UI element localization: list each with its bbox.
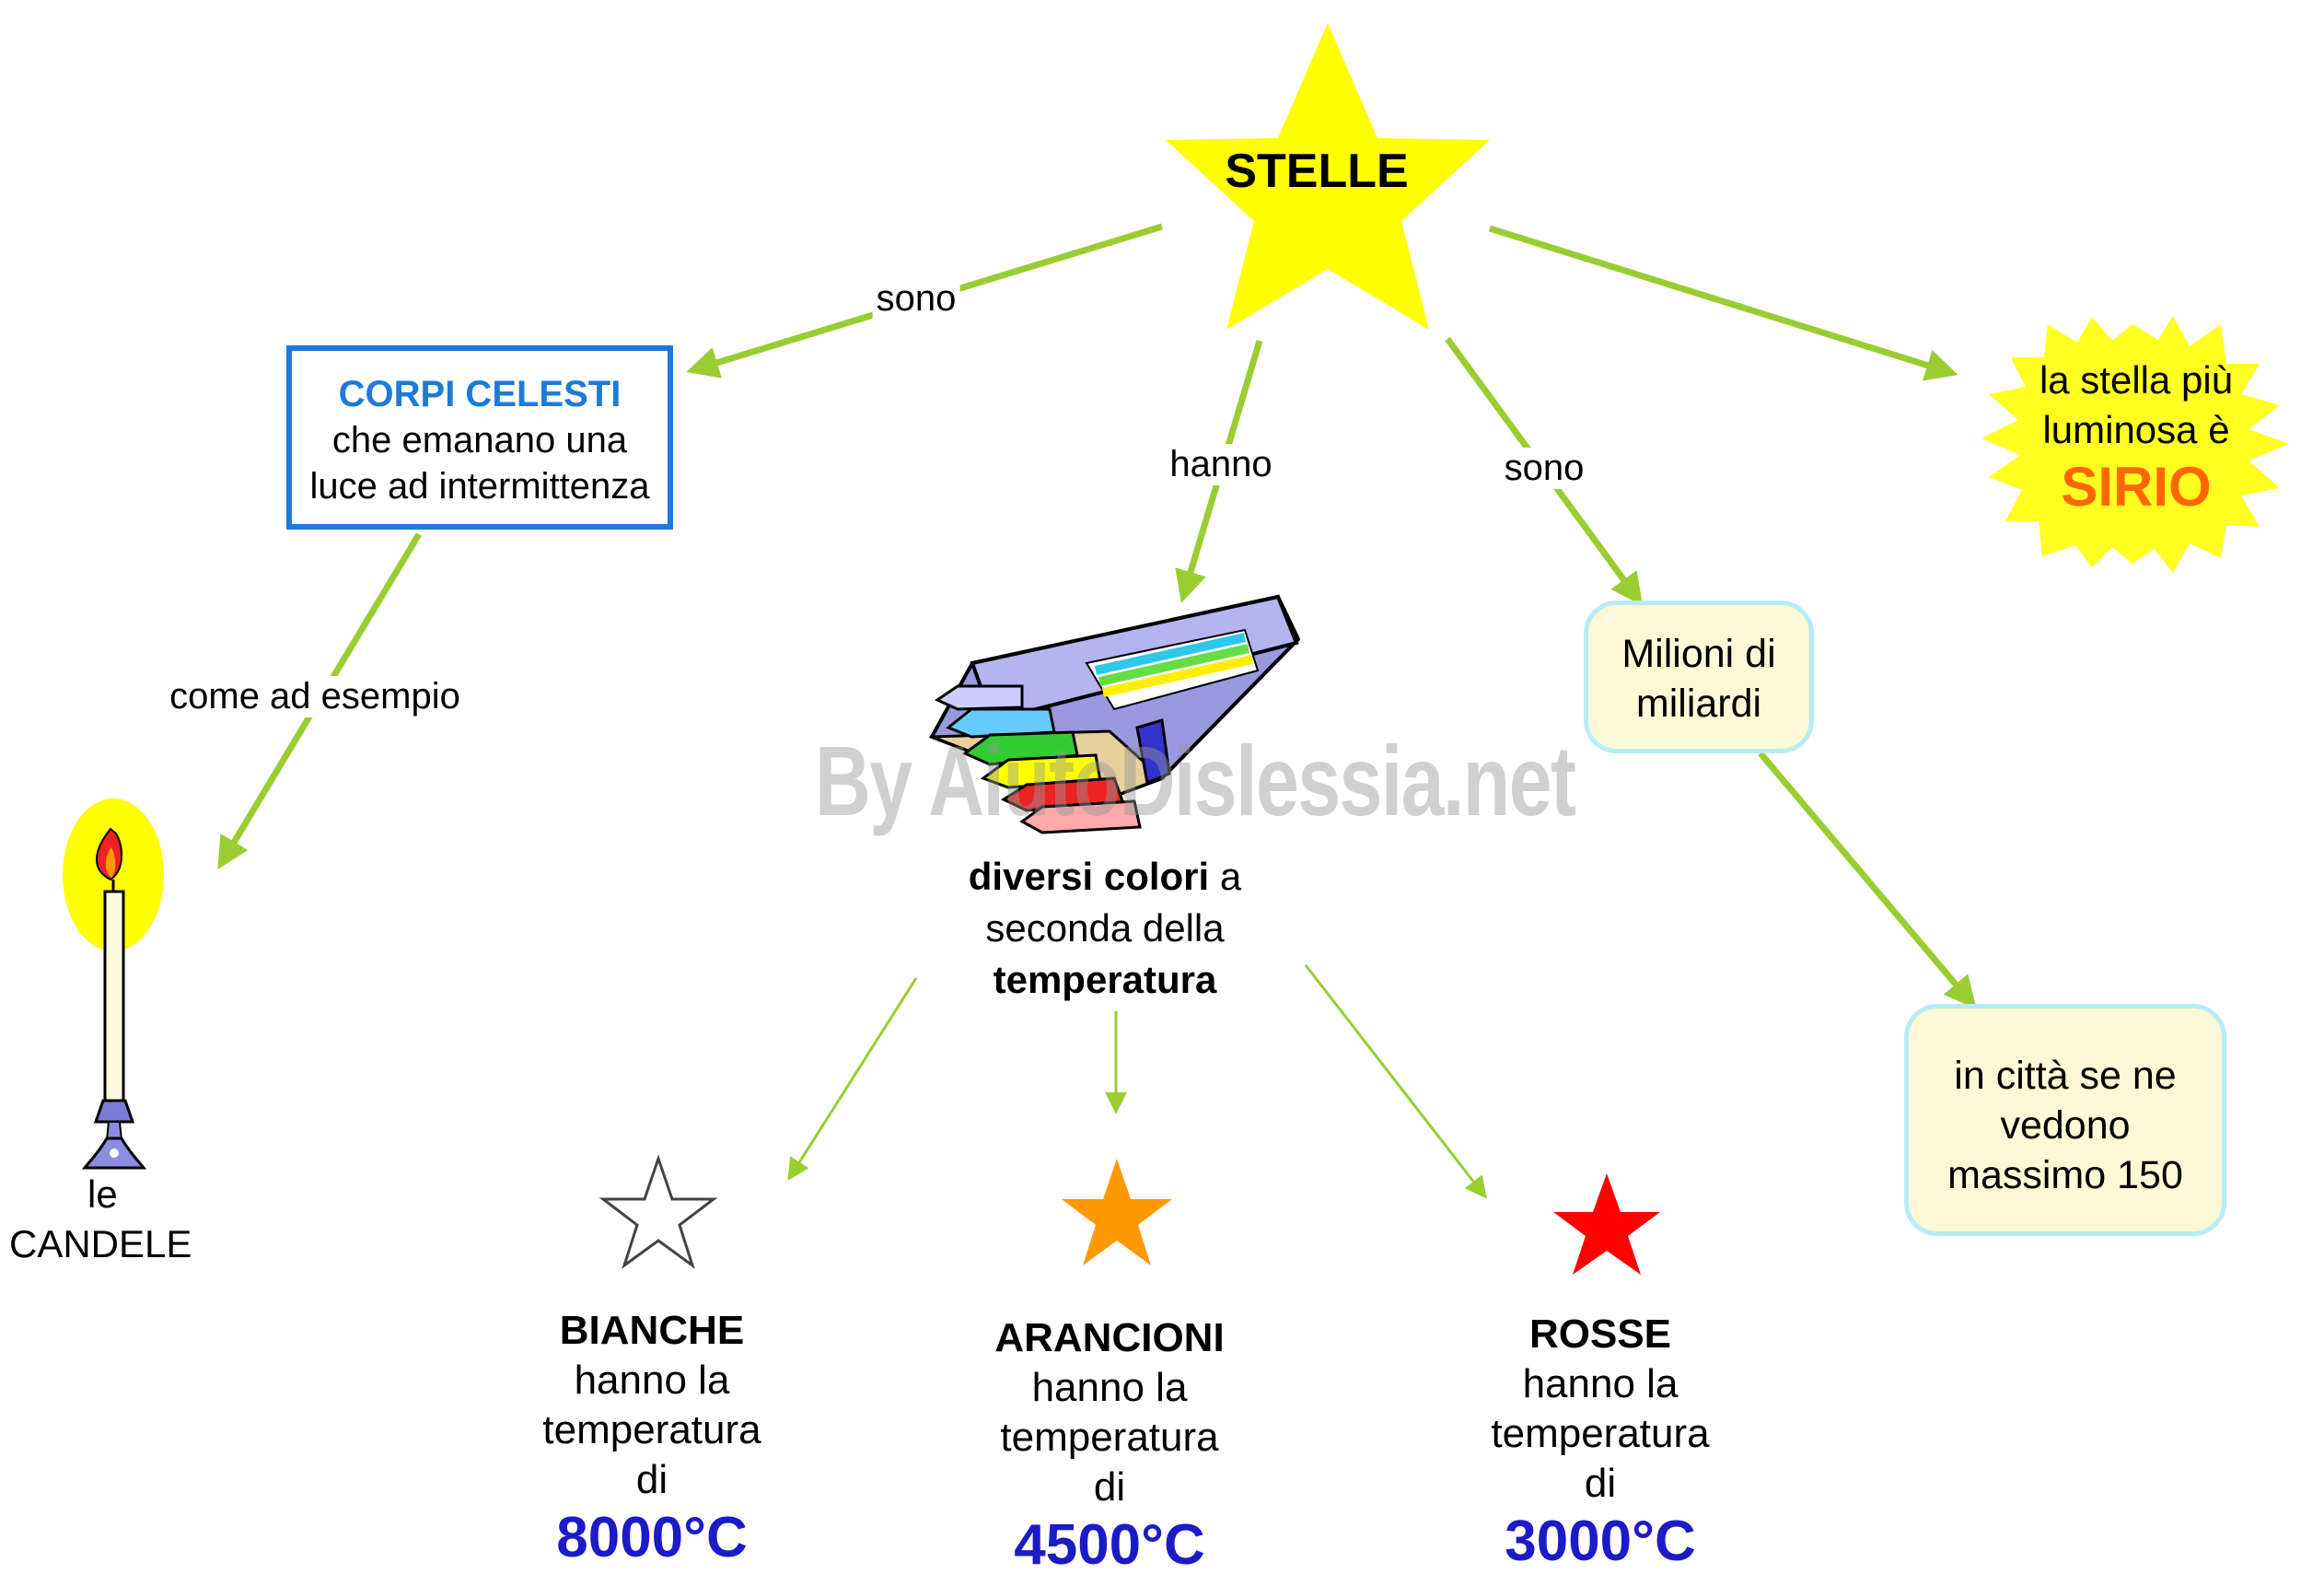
- citta-line1: in città se ne: [1954, 1054, 2177, 1098]
- type-bianche-name: BIANCHE: [559, 1308, 745, 1353]
- edge-label-come-ad-esempio: come ad esempio: [166, 676, 464, 717]
- milioni-line2: miliardi: [1635, 682, 1762, 726]
- sirio-name: SIRIO: [2061, 456, 2212, 518]
- corpi-celesti-line1: che emanano una: [331, 420, 628, 461]
- type-arancioni-temp: 4500°C: [1014, 1513, 1205, 1574]
- edge-label-hanno: hanno: [1166, 444, 1276, 485]
- colori-node: diversi colori a seconda della temperatu…: [969, 851, 1241, 1006]
- sirio-line1: la stella più: [2039, 358, 2234, 402]
- corpi-celesti-line2: luce ad intermittenza: [309, 466, 650, 507]
- type-arancioni-desc2: temperatura: [1000, 1415, 1219, 1460]
- type-bianche-desc2: temperatura: [542, 1407, 761, 1452]
- type-arancioni-name: ARANCIONI: [994, 1315, 1225, 1360]
- arrow-milioni-citta: [1758, 751, 1977, 1009]
- type-arancioni: ARANCIONI hanno la temperatura di 4500°C: [994, 1313, 1224, 1574]
- type-rosse-desc3: di: [1584, 1461, 1617, 1506]
- stelle-title: STELLE: [1225, 145, 1409, 198]
- pencil-box-icon: [929, 594, 1301, 834]
- orange-star-icon: [1062, 1159, 1172, 1265]
- type-rosse-desc1: hanno la: [1522, 1361, 1679, 1406]
- candele-label-2: CANDELE: [9, 1219, 192, 1269]
- type-arancioni-desc1: hanno la: [1031, 1365, 1188, 1410]
- colori-line2: seconda della: [985, 906, 1225, 950]
- type-rosse-temp: 3000°C: [1505, 1510, 1696, 1573]
- red-star-icon: [1553, 1173, 1660, 1275]
- citta-node: in città se ne vedono massimo 150: [1904, 1004, 2226, 1236]
- type-bianche-desc3: di: [635, 1457, 668, 1502]
- arrow-colori-bianche: [787, 977, 918, 1182]
- type-arancioni-desc3: di: [1093, 1464, 1126, 1510]
- type-rosse-name: ROSSE: [1528, 1312, 1672, 1357]
- type-bianche-desc1: hanno la: [574, 1358, 730, 1403]
- type-rosse-desc2: temperatura: [1491, 1411, 1710, 1456]
- type-bianche-temp: 8000°C: [556, 1506, 748, 1569]
- sirio-node: la stella più luminosa è SIRIO: [2039, 356, 2233, 519]
- citta-line3: massimo 150: [1947, 1153, 2183, 1197]
- colori-bold: diversi colori: [968, 855, 1210, 898]
- type-bianche: BIANCHE hanno la temperatura di 8000°C: [542, 1306, 761, 1571]
- main-star-icon: [1166, 23, 1490, 330]
- arrow-colori-rosse: [1304, 964, 1487, 1199]
- citta-line2: vedono: [2000, 1103, 2131, 1148]
- milioni-line1: Milioni di: [1621, 632, 1776, 676]
- corpi-celesti-title: CORPI CELESTI: [338, 374, 622, 414]
- corpi-celesti-node: CORPI CELESTI che emanano una luce ad in…: [286, 345, 673, 530]
- watermark: By AiutoDislessia.net: [815, 725, 1576, 836]
- edge-label-sono-mid: sono: [1500, 448, 1588, 489]
- candele-label: le: [87, 1170, 118, 1219]
- edge-label-sono-left: sono: [872, 278, 960, 320]
- candele-line2: CANDELE: [9, 1222, 192, 1265]
- candle-icon: [63, 799, 164, 1170]
- milioni-node: Milioni di miliardi: [1584, 600, 1814, 753]
- colori-line3: temperatura: [993, 958, 1217, 1001]
- arrow-stelle-sirio: [1488, 225, 1958, 381]
- sirio-burst-icon: [1981, 316, 2289, 573]
- colori-a: a: [1209, 855, 1242, 898]
- sirio-line2: luminosa è: [2042, 408, 2230, 451]
- candele-line1: le: [87, 1172, 118, 1216]
- type-rosse: ROSSE hanno la temperatura di 3000°C: [1491, 1310, 1709, 1574]
- white-star-icon: [598, 1154, 718, 1269]
